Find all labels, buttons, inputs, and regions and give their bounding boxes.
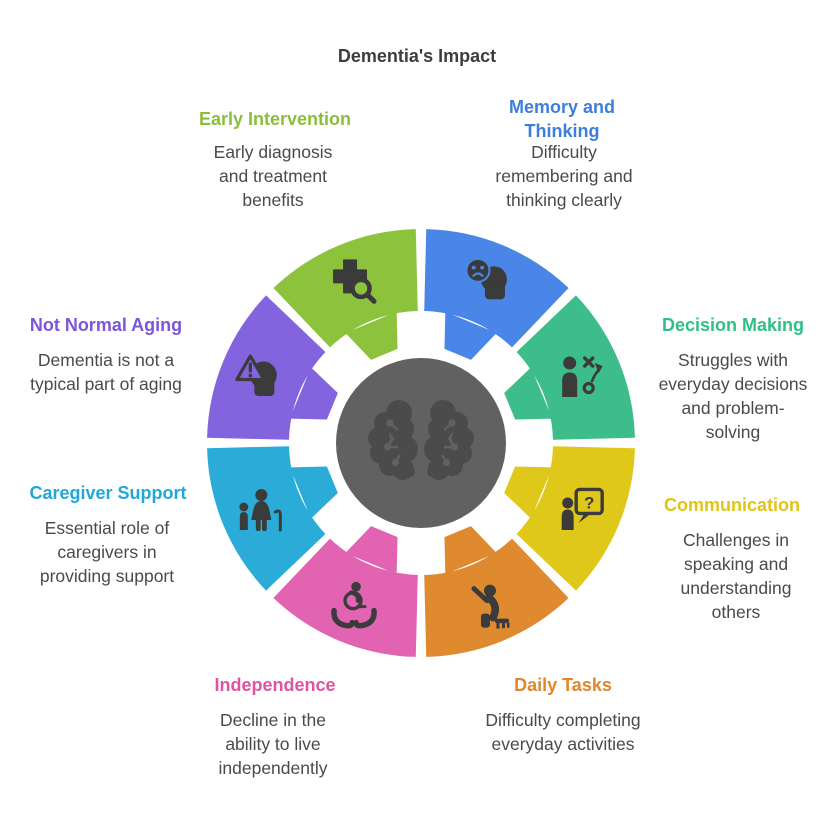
segment-description-decision-making: Struggles with everyday decisions and pr… [658,350,808,442]
segment-description-independence: Decline in the ability to live independe… [218,710,328,778]
segment-wedge-early-intervention [273,229,418,360]
segment-title-daily-tasks: Daily Tasks [514,675,612,695]
segment-title-decision-making: Decision Making [661,315,805,335]
segment-description-early-intervention: Early diagnosis and treatment benefits [213,142,333,210]
wheel-segments [207,229,635,657]
segment-wedge-independence [273,526,418,657]
segment-title-memory-thinking: Memory and Thinking [508,97,616,141]
segment-description-communication: Challenges in speaking and understanding… [680,530,792,622]
segment-wedge-daily-tasks [424,526,569,657]
segment-title-not-normal-aging: Not Normal Aging [29,315,183,335]
segment-description-not-normal-aging: Dementia is not a typical part of aging [30,350,182,394]
segment-title-communication: Communication [663,495,800,515]
segment-title-independence: Independence [214,675,336,695]
brain-icon [368,400,474,480]
segment-description-caregiver-support: Essential role of caregivers in providin… [39,518,175,586]
segment-wedge-caregiver-support [207,446,338,591]
segment-description-daily-tasks: Difficulty completing everyday activitie… [485,710,641,754]
segment-title-early-intervention: Early Intervention [198,109,352,129]
segment-description-memory-thinking: Difficulty remembering and thinking clea… [495,142,633,210]
page-title: Dementia's Impact [337,46,497,66]
segment-title-caregiver-support: Caregiver Support [29,483,187,503]
